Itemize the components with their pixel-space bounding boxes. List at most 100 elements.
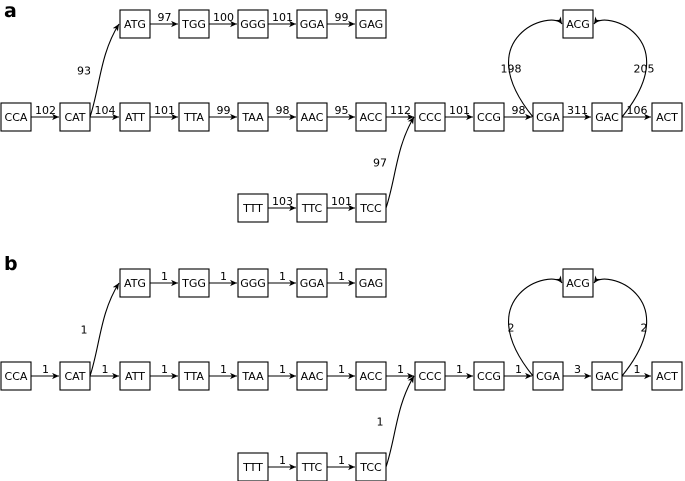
node-ttc: TTC xyxy=(296,452,328,481)
edge-label-cat-atg: 93 xyxy=(77,65,91,78)
node-label: AAC xyxy=(301,370,324,383)
node-box xyxy=(296,102,328,132)
node-box xyxy=(237,361,269,391)
node-cat: CAT xyxy=(59,102,91,132)
edge-label-aac-acc: 1 xyxy=(338,363,345,376)
node-label: TCC xyxy=(359,461,382,474)
edge-label-gga-gag: 99 xyxy=(335,11,349,24)
edge-label-aac-acc: 95 xyxy=(335,104,349,117)
node-box xyxy=(532,361,564,391)
edge-label-cga-gac: 3 xyxy=(574,363,581,376)
node-label: CGA xyxy=(536,370,560,383)
edge-label-gac-acg: 2 xyxy=(641,322,648,335)
edge-label-cat-att: 104 xyxy=(95,104,116,117)
node-box xyxy=(296,361,328,391)
edge-label-cga-acg: 2 xyxy=(508,322,515,335)
edge-label-ttc-tcc: 1 xyxy=(338,454,345,467)
node-gag: GAG xyxy=(355,268,387,298)
edge-label-gac-acg: 205 xyxy=(634,63,655,76)
edge-label-acc-ccc: 112 xyxy=(390,104,411,117)
node-box xyxy=(237,102,269,132)
node-label: TAA xyxy=(241,111,264,124)
node-label: ATT xyxy=(125,370,145,383)
node-tgg: TGG xyxy=(178,268,210,298)
edge-label-tta-taa: 99 xyxy=(217,104,231,117)
node-box xyxy=(0,102,32,132)
edge-label-ccg-cga: 98 xyxy=(512,104,526,117)
edge-gac-acg xyxy=(593,16,648,118)
node-label: ACC xyxy=(360,370,383,383)
node-label: GAC xyxy=(595,111,619,124)
node-box xyxy=(119,9,151,39)
node-cga: CGA xyxy=(532,361,564,391)
node-label: TAA xyxy=(241,370,264,383)
node-acc: ACC xyxy=(355,102,387,132)
node-label: CAT xyxy=(64,111,85,124)
edge-label-cat-atg: 1 xyxy=(81,324,88,337)
node-cat: CAT xyxy=(59,361,91,391)
node-label: CCG xyxy=(477,111,501,124)
node-box xyxy=(591,361,623,391)
edge-label-atg-tgg: 97 xyxy=(158,11,172,24)
node-label: TTT xyxy=(242,461,263,474)
node-label: TTC xyxy=(301,461,323,474)
node-taa: TAA xyxy=(237,361,269,391)
node-tta: TTA xyxy=(178,361,210,391)
node-cca: CCA xyxy=(0,102,32,132)
node-cca: CCA xyxy=(0,361,32,391)
edge-label-ttt-ttc: 103 xyxy=(272,195,293,208)
node-ccc: CCC xyxy=(414,361,446,391)
node-box xyxy=(0,361,32,391)
edge-label-cga-gac: 311 xyxy=(567,104,588,117)
node-box xyxy=(119,102,151,132)
node-cga: CGA xyxy=(532,102,564,132)
node-act: ACT xyxy=(651,102,683,132)
node-label: CCG xyxy=(477,370,501,383)
node-label: TTT xyxy=(242,202,263,215)
node-aac: AAC xyxy=(296,361,328,391)
node-label: TTC xyxy=(301,202,323,215)
node-ttt: TTT xyxy=(237,193,269,223)
node-label: ACT xyxy=(656,370,678,383)
node-gga: GGA xyxy=(296,9,328,39)
edge-label-att-tta: 1 xyxy=(161,363,168,376)
node-box xyxy=(237,9,269,39)
node-box xyxy=(532,102,564,132)
node-aac: AAC xyxy=(296,102,328,132)
node-gac: GAC xyxy=(591,102,623,132)
edge-label-ccg-cga: 1 xyxy=(515,363,522,376)
edge-label-tgg-ggg: 100 xyxy=(213,11,234,24)
edge-label-cca-cat: 102 xyxy=(35,104,56,117)
edge-label-gac-act: 106 xyxy=(627,104,648,117)
node-box xyxy=(178,102,210,132)
edge-tcc-ccc xyxy=(385,116,415,209)
node-box xyxy=(59,102,91,132)
node-label: CAT xyxy=(64,370,85,383)
node-box xyxy=(296,268,328,298)
node-label: GAC xyxy=(595,370,619,383)
node-box xyxy=(562,268,594,298)
node-box xyxy=(237,193,269,223)
node-box xyxy=(237,268,269,298)
node-ttt: TTT xyxy=(237,452,269,481)
edge-label-cca-cat: 1 xyxy=(42,363,49,376)
node-box xyxy=(562,9,594,39)
edge-label-taa-aac: 1 xyxy=(279,363,286,376)
node-box xyxy=(119,268,151,298)
edge-label-gga-gag: 1 xyxy=(338,270,345,283)
node-tcc: TCC xyxy=(355,193,387,223)
node-ttc: TTC xyxy=(296,193,328,223)
panel-label: a xyxy=(4,0,17,22)
node-label: ATG xyxy=(124,18,146,31)
node-box xyxy=(296,193,328,223)
node-box xyxy=(414,361,446,391)
edge-label-tcc-ccc: 97 xyxy=(373,157,387,170)
edge-cga-acg xyxy=(508,275,563,377)
node-box xyxy=(296,452,328,481)
node-label: ACC xyxy=(360,111,383,124)
edge-gac-acg xyxy=(593,275,648,377)
node-box xyxy=(473,102,505,132)
node-box xyxy=(651,102,683,132)
